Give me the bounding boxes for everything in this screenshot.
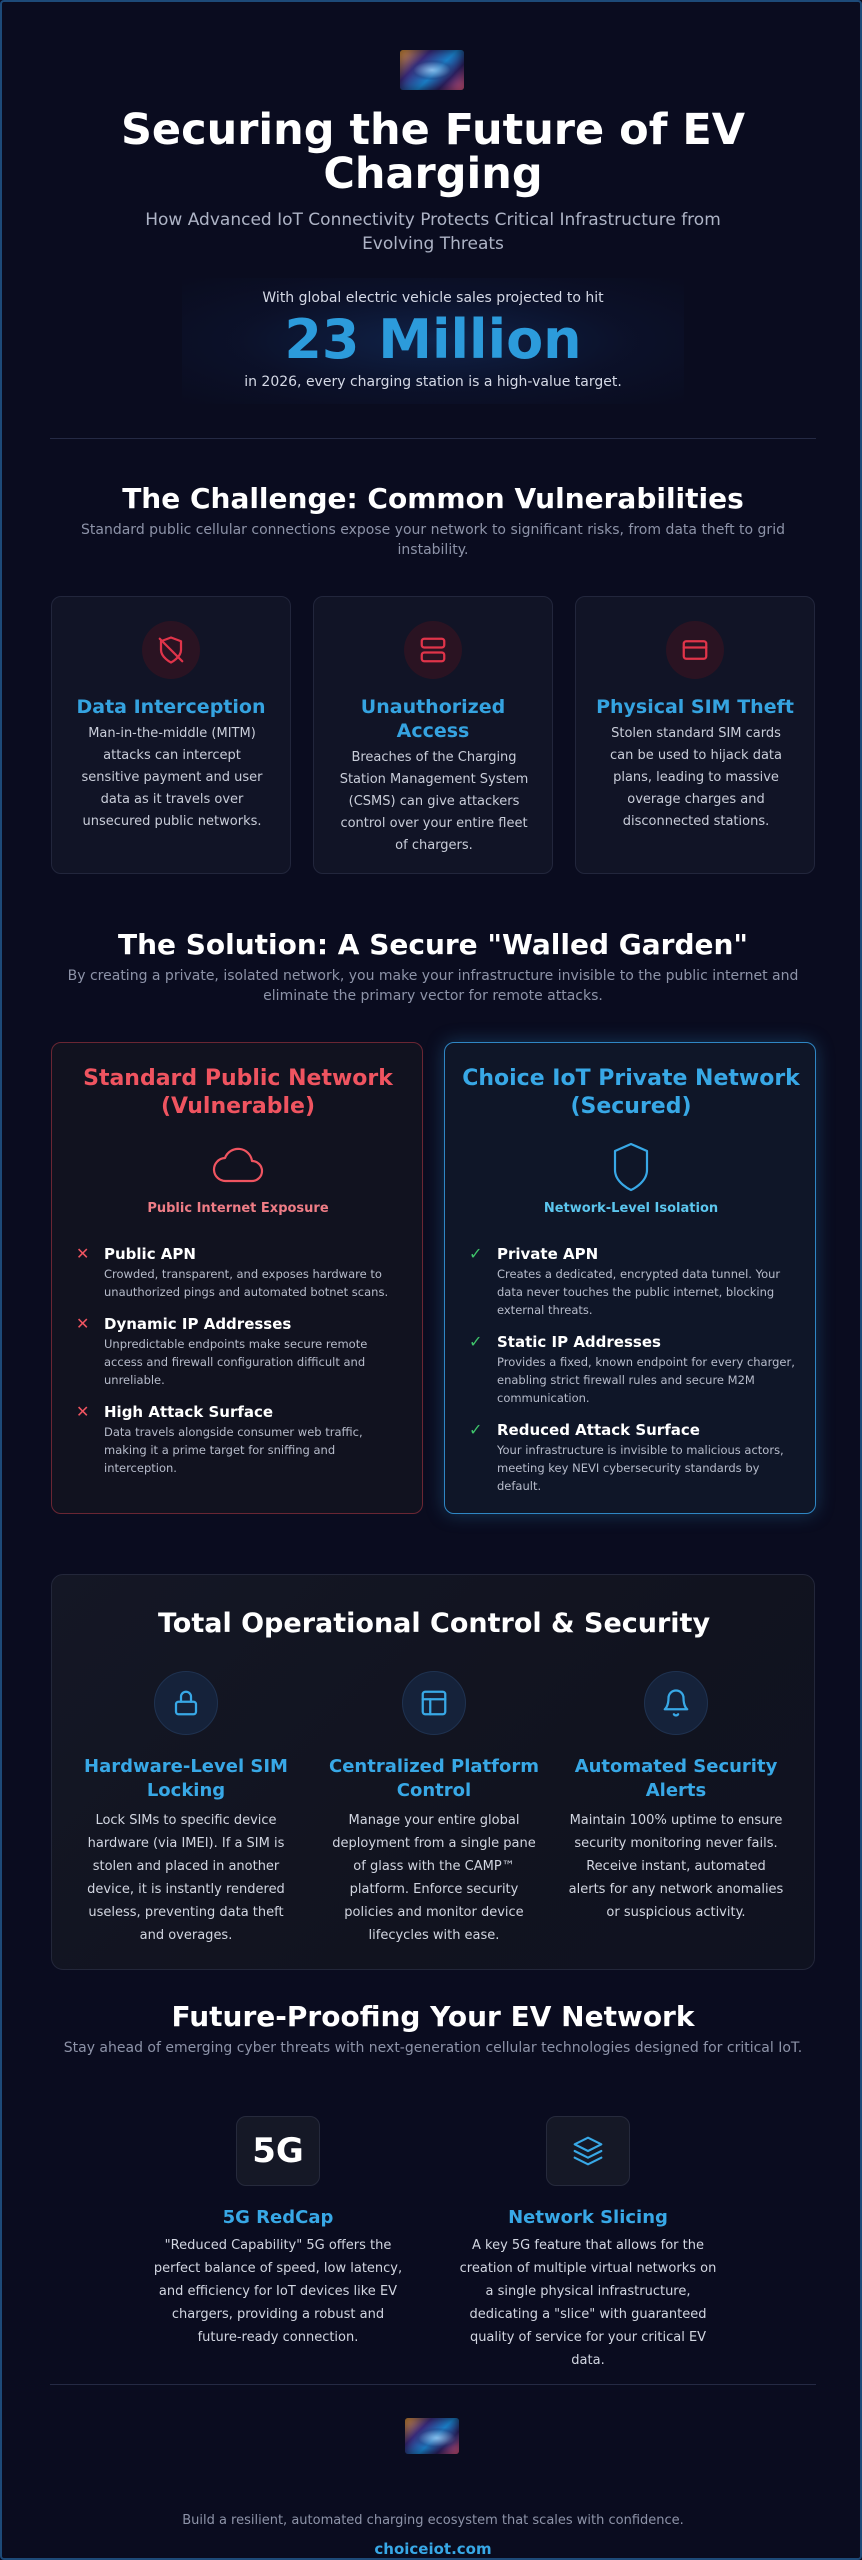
operations-item-text: Maintain 100% uptime to ensure security … [568,1813,784,1920]
stat-value: 23 Million [284,308,582,371]
vulnerability-title: Data Interception [76,696,266,718]
vulnerability-card-physical-sim-theft: Physical SIM Theft Stolen standard SIM c… [575,596,815,874]
server-icon [404,621,462,679]
private-network-card: Choice IoT Private Network (Secured) Net… [444,1042,816,1514]
future-item-title: 5G RedCap [222,2207,334,2228]
public-network-title: Standard Public Network (Vulnerable) [83,1066,393,1119]
vulnerability-card-unauthorized-access: Unauthorized Access Breaches of the Char… [313,596,553,874]
footer-tagline: Build a resilient, automated charging ec… [182,2513,684,2528]
vulnerability-title: Unauthorized Access [360,696,506,742]
public-network-tag: Public Internet Exposure [147,1201,329,1216]
check-icon: ✓ [469,1244,483,1263]
operations-item-title: Centralized Platform Control [329,1756,539,1801]
dashboard-icon [402,1671,466,1735]
solution-title: The Solution: A Secure "Walled Garden" [117,928,749,961]
stat-intro-text: With global electric vehicle sales proje… [262,290,604,306]
operations-item-text: Manage your entire global deployment fro… [332,1813,536,1943]
public-network-card: Standard Public Network (Vulnerable) Pub… [51,1042,423,1514]
check-icon: ✓ [469,1332,483,1351]
sim-card-icon [666,621,724,679]
section-divider [50,2384,816,2385]
point-text: Your infrastructure is invisible to mali… [497,1443,784,1493]
cross-icon: ✕ [76,1402,90,1421]
stat-highlight: With global electric vehicle sales proje… [182,278,684,404]
future-title: Future-Proofing Your EV Network [171,2000,695,2033]
lock-icon [154,1671,218,1735]
private-network-title: Choice IoT Private Network (Secured) [462,1066,800,1119]
vulnerability-text: Stolen standard SIM cards can be used to… [610,726,782,829]
point-title: Static IP Addresses [497,1333,661,1351]
footer-logo-image [405,2418,459,2454]
private-network-tag: Network-Level Isolation [543,1201,719,1216]
point-title: High Attack Surface [104,1403,274,1421]
point-title: Public APN [104,1245,196,1263]
page-title: Securing the Future of EV Charging [120,105,746,199]
vulnerability-text: Breaches of the Charging Station Managem… [339,750,529,853]
operations-item-title: Automated Security Alerts [574,1756,778,1801]
future-subtitle: Stay ahead of emerging cyber threats wit… [63,2040,803,2056]
point-title: Private APN [497,1245,599,1263]
page-subtitle: How Advanced IoT Connectivity Protects C… [145,210,721,254]
5g-icon-label: 5G [252,2131,304,2171]
5g-icon: 5G [236,2116,320,2186]
shield-icon [601,1141,661,1192]
layers-icon [546,2116,630,2186]
cross-icon: ✕ [76,1244,90,1263]
check-icon: ✓ [469,1420,483,1439]
cloud-icon [208,1141,268,1189]
challenge-title: The Challenge: Common Vulnerabilities [122,482,744,515]
vulnerability-text: Man-in-the-middle (MITM) attacks can int… [81,726,263,829]
point-text: Creates a dedicated, encrypted data tunn… [497,1267,781,1317]
solution-subtitle: By creating a private, isolated network,… [67,968,799,1004]
bell-icon [644,1671,708,1735]
operations-panel: Total Operational Control & Security Har… [51,1574,815,1970]
point-title: Reduced Attack Surface [497,1421,700,1439]
operations-title: Total Operational Control & Security [157,1608,711,1639]
challenge-subtitle: Standard public cellular connections exp… [81,522,785,558]
vulnerability-card-data-interception: Data Interception Man-in-the-middle (MIT… [51,596,291,874]
brand-logo-image [400,50,464,90]
vulnerability-title: Physical SIM Theft [596,696,794,718]
point-text: Crowded, transparent, and exposes hardwa… [104,1267,389,1299]
point-text: Data travels alongside consumer web traf… [104,1425,363,1475]
point-text: Provides a fixed, known endpoint for eve… [497,1355,795,1405]
footer-website-link[interactable]: choiceiot.com [374,2540,492,2558]
cross-icon: ✕ [76,1314,90,1333]
future-item-title: Network Slicing [508,2207,668,2228]
operations-item-title: Hardware-Level SIM Locking [84,1756,288,1801]
operations-item-text: Lock SIMs to specific device hardware (v… [87,1813,285,1943]
future-item-text: "Reduced Capability" 5G offers the perfe… [153,2238,403,2345]
section-divider [50,438,816,439]
shield-off-icon [142,621,200,679]
future-item-text: A key 5G feature that allows for the cre… [459,2238,717,2368]
point-text: Unpredictable endpoints make secure remo… [104,1337,368,1387]
point-title: Dynamic IP Addresses [104,1315,292,1333]
stat-outro-text: in 2026, every charging station is a hig… [244,374,622,390]
